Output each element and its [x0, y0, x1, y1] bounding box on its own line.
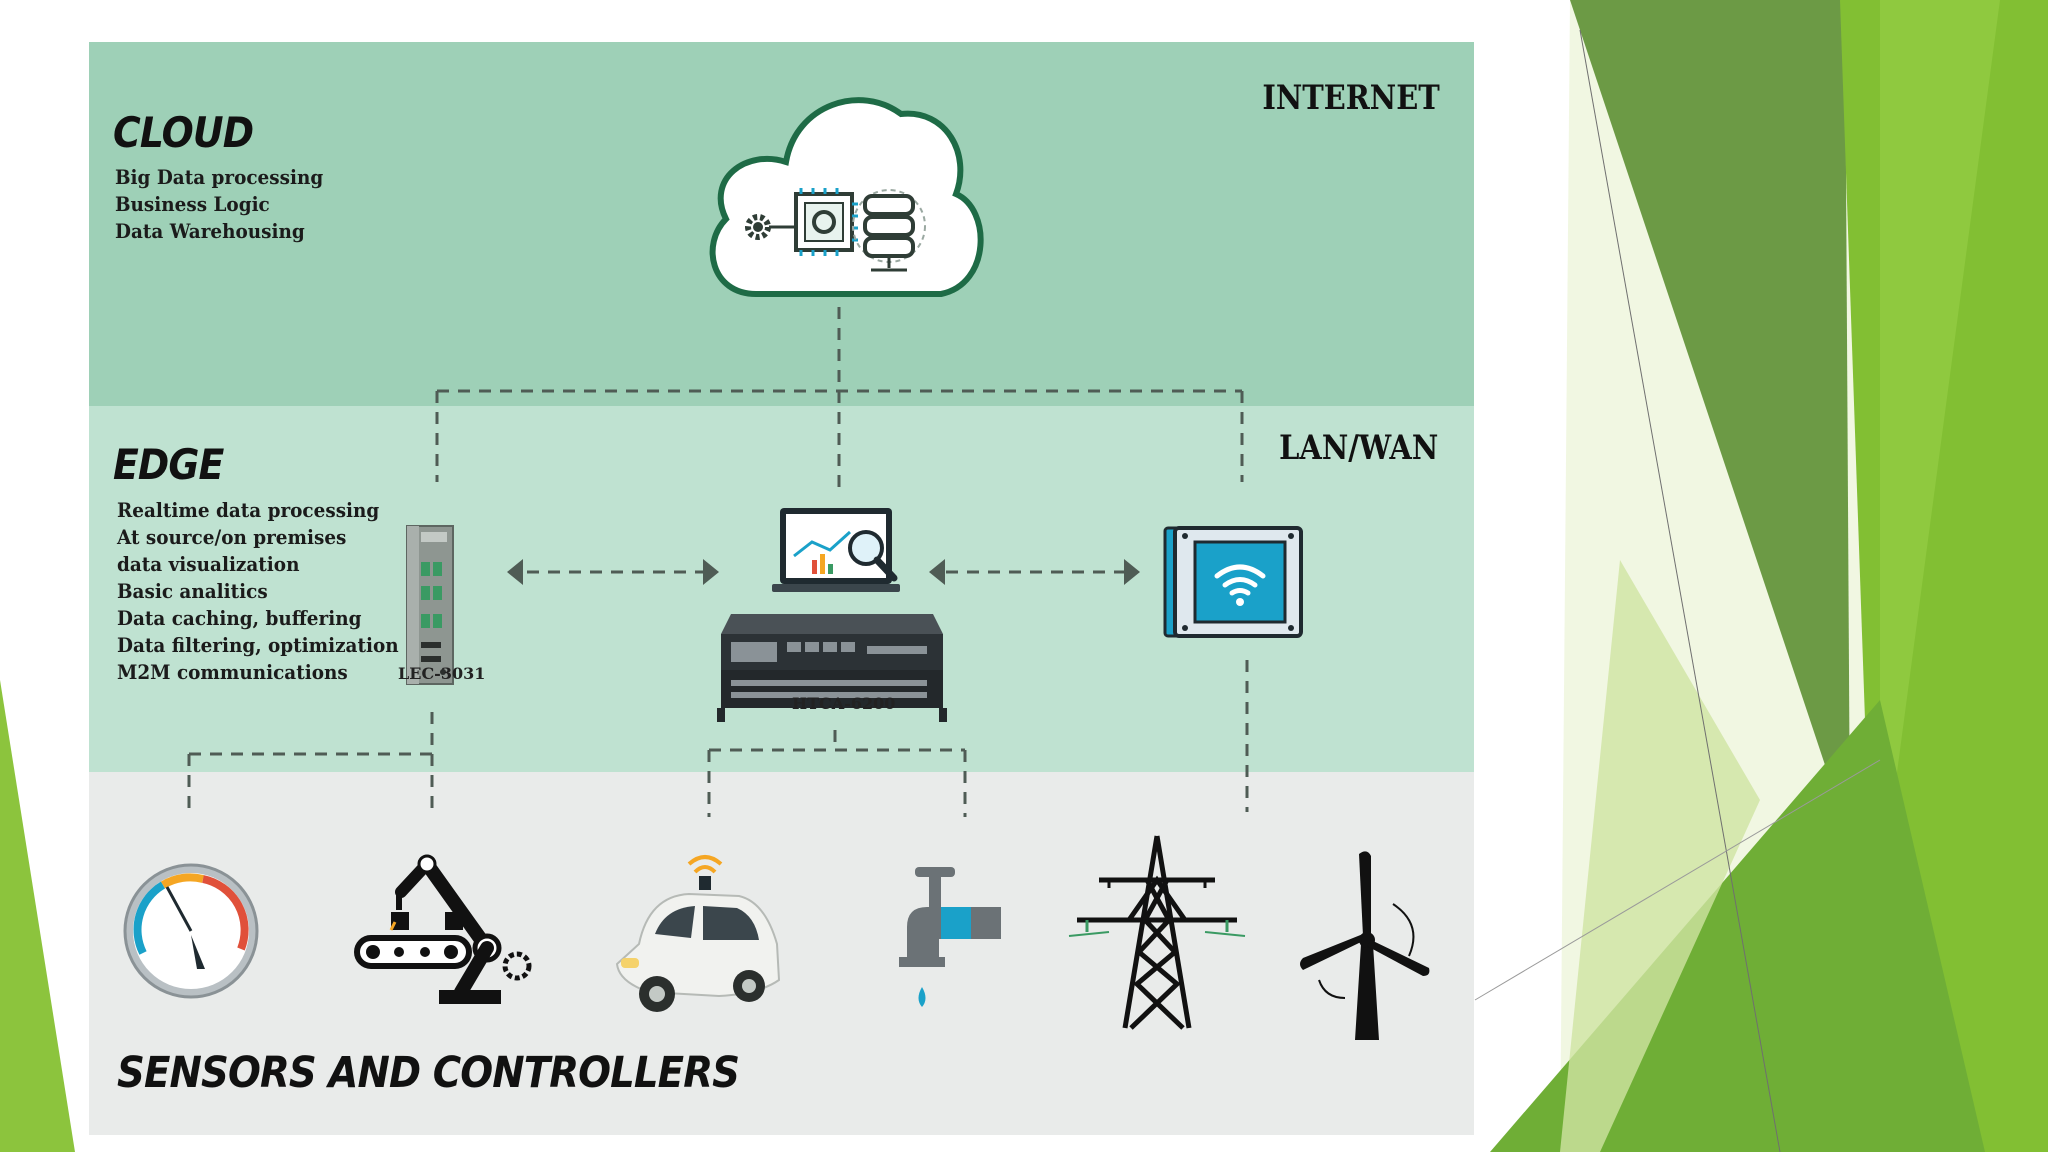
- wifi-icon: [1214, 564, 1266, 596]
- cloud-icon: [709, 97, 984, 297]
- autonomous-car-icon: [615, 855, 781, 1012]
- green-facet-2: [1880, 0, 2000, 900]
- dashed-connectors: [187, 307, 1249, 817]
- list-item: Basic analitics: [117, 579, 268, 603]
- water-tap-icon: [899, 867, 1001, 1007]
- robot-arm-icon: [354, 854, 532, 1004]
- laptop-analytics-icon: [772, 508, 900, 592]
- rack-server-icon: [717, 614, 947, 722]
- iot-architecture-diagram: CLOUD Big Data processing Business Logic…: [89, 42, 1474, 1135]
- light-facet: [1560, 560, 1760, 1152]
- arrow-left-icon: [929, 559, 945, 585]
- sensors-band: [89, 772, 1474, 1135]
- server-stack-icon: [852, 189, 926, 272]
- arrow-right-icon: [703, 559, 719, 585]
- signal-icon: [687, 855, 723, 874]
- gateway-device-label: LEC-3031: [398, 664, 486, 683]
- list-item: M2M communications: [117, 660, 348, 684]
- server-device-label: HTCA-6200: [792, 694, 896, 713]
- list-item: Data caching, buffering: [117, 606, 362, 630]
- arrow-right-icon: [1124, 559, 1140, 585]
- list-item: Data Warehousing: [115, 219, 305, 243]
- list-item: Data filtering, optimization: [117, 633, 399, 657]
- gateway-device-icon: [406, 525, 454, 685]
- cloud-feature-list: Big Data processing Business Logic Data …: [115, 164, 323, 245]
- dark-green-facet: [1570, 0, 1850, 840]
- left-green-facet: [0, 680, 75, 1152]
- list-item: At source/on premises: [117, 525, 347, 549]
- gear-icon: [745, 214, 796, 240]
- thin-line: [1579, 29, 1781, 1152]
- edge-feature-list: Realtime data processing At source/on pr…: [117, 497, 399, 686]
- list-item: data visualization: [117, 552, 300, 576]
- power-pylon-icon: [1068, 835, 1246, 1030]
- internet-label: INTERNET: [1262, 78, 1440, 118]
- list-item: Big Data processing: [115, 165, 324, 189]
- list-item: Business Logic: [115, 192, 270, 216]
- wind-turbine-icon: [1300, 851, 1430, 1040]
- gauge-icon: [123, 863, 259, 999]
- wifi-router-icon: [1163, 526, 1303, 638]
- lan-wan-label: LAN/WAN: [1278, 428, 1438, 468]
- thin-line: [1474, 759, 1881, 1001]
- list-item: Realtime data processing: [117, 498, 380, 522]
- processor-icon: [794, 188, 858, 256]
- cloud-heading: CLOUD: [113, 108, 254, 157]
- edge-heading: EDGE: [113, 440, 224, 489]
- sensors-heading: SENSORS AND CONTROLLERS: [117, 1048, 740, 1098]
- arrow-left-icon: [507, 559, 523, 585]
